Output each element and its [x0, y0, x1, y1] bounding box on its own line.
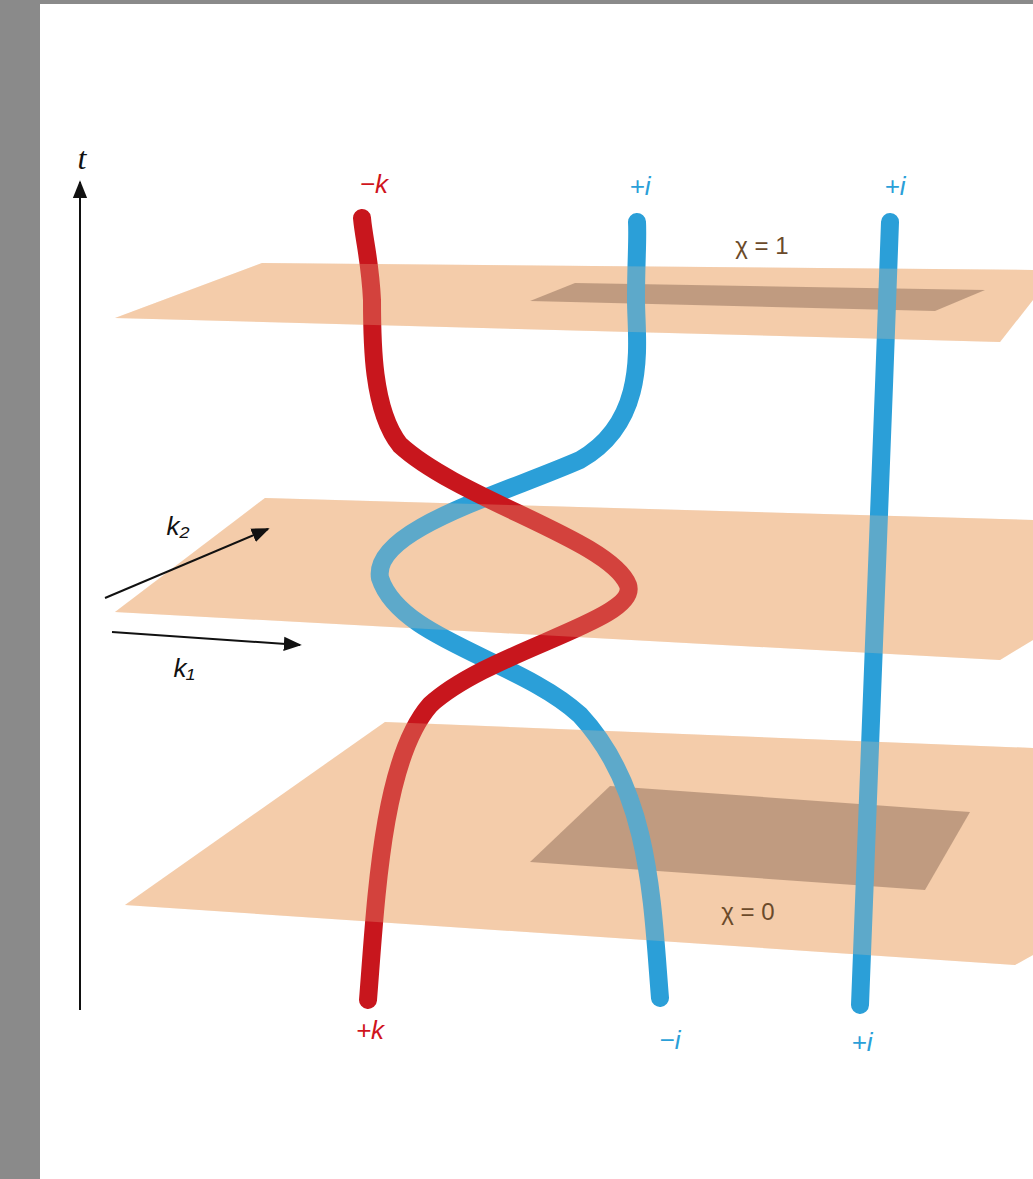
wavevector-label: k₁: [173, 655, 194, 681]
time-axis: [79, 182, 81, 1010]
charge-label: +i: [630, 173, 651, 199]
charge-label: +i: [885, 173, 906, 199]
time-slice-plane: [115, 263, 1033, 342]
region-label: χ = 0: [721, 900, 774, 924]
charge-label: −i: [660, 1027, 681, 1053]
charge-label: +k: [356, 1017, 384, 1043]
time-slice-plane: [115, 498, 1033, 660]
plane-tint: [115, 263, 1033, 342]
direction-arrow: [112, 632, 300, 645]
axis-label: t: [78, 142, 87, 174]
charge-label: −k: [360, 171, 388, 197]
charge-label: +i: [852, 1029, 873, 1055]
time-slice-plane: [125, 722, 1033, 965]
wavevector-label: k₂: [167, 513, 190, 539]
frame-band: [0, 0, 1033, 4]
plane-tint: [125, 722, 1033, 965]
direction-arrow: [105, 529, 268, 598]
plane-tint: [115, 498, 1033, 660]
region-label: χ = 1: [735, 234, 788, 258]
frame-band: [0, 0, 40, 1179]
